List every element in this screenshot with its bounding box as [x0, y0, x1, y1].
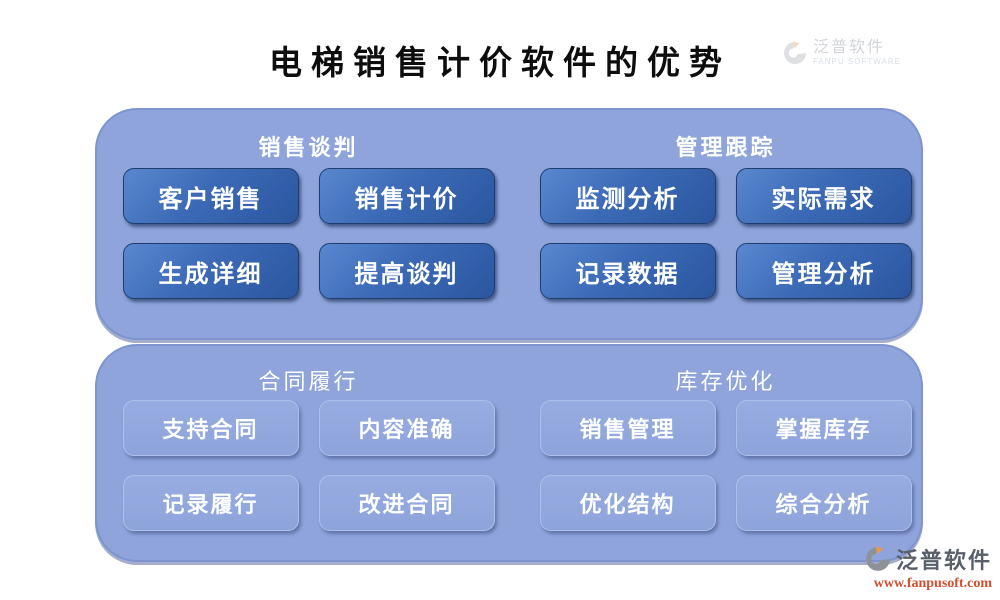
feature-button-improve-negotiation[interactable]: 提高谈判	[318, 243, 495, 299]
feature-button-record-data[interactable]: 记录数据	[539, 243, 716, 299]
button-grid: 支持合同 内容准确 记录履行 改进合同	[122, 400, 495, 531]
watermark-sub-text: FANPU SOFTWARE	[813, 57, 901, 66]
fanpu-logo-icon	[783, 41, 807, 65]
section-header: 管理跟踪	[675, 135, 776, 160]
feature-button-record-performance[interactable]: 记录履行	[122, 475, 299, 531]
section-management-tracking: 管理跟踪 监测分析 实际需求 记录数据 管理分析	[538, 124, 913, 338]
section-inventory-optimization: 库存优化 销售管理 掌握库存 优化结构 综合分析	[538, 360, 913, 560]
button-grid: 销售管理 掌握库存 优化结构 综合分析	[539, 400, 912, 531]
section-header: 销售谈判	[258, 135, 359, 160]
brand-watermark: 泛普软件 FANPU SOFTWARE	[782, 33, 902, 73]
panel-contract-and-inventory: 合同履行 支持合同 内容准确 记录履行 改进合同 库存优化 销售管理 掌握库存 …	[95, 344, 923, 562]
section-header: 合同履行	[258, 369, 359, 394]
feature-button-actual-demand[interactable]: 实际需求	[735, 168, 912, 224]
feature-button-monitor-analysis[interactable]: 监测分析	[539, 168, 716, 224]
feature-button-comprehensive-analysis[interactable]: 综合分析	[735, 475, 912, 531]
feature-button-optimize-structure[interactable]: 优化结构	[539, 475, 716, 531]
feature-button-master-inventory[interactable]: 掌握库存	[735, 400, 912, 456]
feature-button-sales-pricing[interactable]: 销售计价	[318, 168, 495, 224]
fanpu-logo-icon	[866, 546, 890, 571]
footer-url-link[interactable]: www.fanpusoft.com	[873, 576, 992, 591]
button-grid: 监测分析 实际需求 记录数据 管理分析	[539, 168, 912, 299]
feature-button-sales-management[interactable]: 销售管理	[539, 400, 716, 456]
feature-button-accurate-content[interactable]: 内容准确	[318, 400, 495, 456]
page-title: 电梯销售计价软件的优势	[269, 46, 731, 82]
footer-brand: 泛普软件 www.fanpusoft.com	[864, 543, 992, 592]
feature-button-improve-contract[interactable]: 改进合同	[318, 475, 495, 531]
section-sales-negotiation: 销售谈判 客户销售 销售计价 生成详细 提高谈判	[121, 124, 496, 338]
button-grid: 客户销售 销售计价 生成详细 提高谈判	[122, 168, 495, 299]
feature-button-generate-detail[interactable]: 生成详细	[122, 243, 299, 299]
feature-button-support-contract[interactable]: 支持合同	[122, 400, 299, 456]
feature-button-customer-sales[interactable]: 客户销售	[122, 168, 299, 224]
footer-brand-text: 泛普软件	[895, 548, 992, 573]
watermark-brand-text: 泛普软件	[813, 39, 886, 56]
section-contract-performance: 合同履行 支持合同 内容准确 记录履行 改进合同	[121, 360, 496, 560]
section-header: 库存优化	[675, 369, 776, 394]
feature-button-management-analysis[interactable]: 管理分析	[735, 243, 912, 299]
panel-sales-and-tracking: 销售谈判 客户销售 销售计价 生成详细 提高谈判 管理跟踪 监测分析 实际需求 …	[95, 108, 923, 340]
